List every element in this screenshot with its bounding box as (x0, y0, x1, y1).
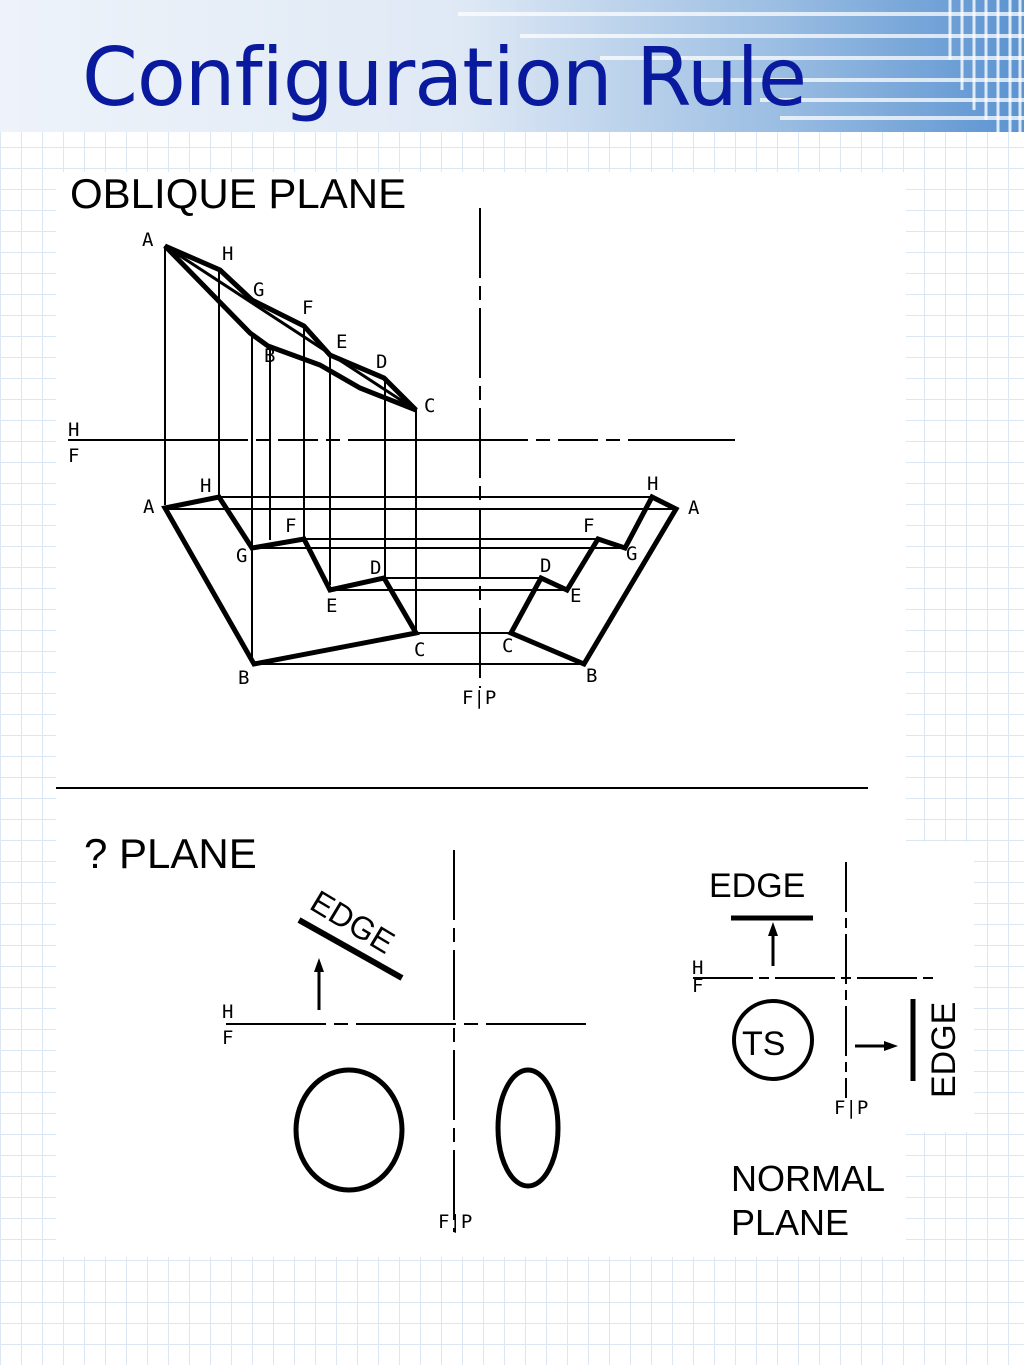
label-c-front: C (414, 639, 425, 661)
label-d-profile: D (540, 555, 551, 577)
normal-plane-drawing: EDGE TS EDGE H F F|P (692, 862, 963, 1119)
label-f-profile: F (583, 515, 594, 537)
label-f-top: F (302, 297, 313, 319)
normal-top-edge-label: EDGE (709, 867, 805, 905)
label-e-profile: E (570, 585, 581, 607)
normal-profile-fold-label: F|P (834, 1097, 868, 1119)
label-d-front: D (370, 557, 381, 579)
front-profile-projectors (165, 496, 676, 665)
label-g-top: G (253, 279, 264, 301)
label-e-top: E (336, 331, 347, 353)
oblique-top-view (163, 243, 418, 413)
question-plane-drawing: EDGE H F F|P (222, 850, 588, 1233)
label-h-front: H (200, 475, 211, 497)
label-a-front: A (143, 496, 155, 518)
label-h-top: H (222, 243, 233, 265)
question-profile-fold-label: F|P (438, 1211, 472, 1233)
section-divider (56, 787, 868, 789)
label-a-profile: A (688, 497, 700, 519)
label-c-profile: C (502, 635, 513, 657)
question-front-circle (293, 1067, 405, 1193)
oblique-fold-label-h: H (68, 419, 79, 441)
label-b-front: B (238, 667, 249, 689)
header-stripes (458, 0, 1024, 132)
oblique-front-view (161, 494, 420, 667)
label-a-top: A (142, 229, 154, 251)
question-fold-label-h: H (222, 1001, 233, 1023)
label-c-top: C (424, 395, 435, 417)
label-f-front: F (285, 515, 296, 537)
oblique-plane-heading: OBLIQUE PLANE (70, 170, 407, 217)
question-plane-heading: ? PLANE (84, 830, 257, 877)
oblique-profile-fold-label: F|P (462, 687, 496, 709)
normal-side-arrow-head (884, 1041, 898, 1051)
oblique-point-labels: A H G F E D C B A H G F E D C B A H G F … (68, 229, 700, 709)
normal-fold-label-h: H (692, 957, 703, 979)
label-d-top: D (376, 351, 387, 373)
normal-plane-caption-line2: PLANE (731, 1202, 850, 1243)
label-b-top: B (264, 345, 275, 367)
question-profile-ellipse (495, 1067, 561, 1189)
label-e-front: E (326, 595, 337, 617)
slide-header: Configuration Rule (0, 0, 1024, 132)
label-b-profile: B (586, 665, 597, 687)
label-g-front: G (236, 545, 247, 567)
normal-fold-label-f: F (692, 975, 703, 997)
oblique-profile-view (507, 493, 680, 668)
oblique-fold-label-f: F (68, 445, 79, 467)
question-fold-label-f: F (222, 1027, 233, 1049)
normal-top-arrow-head (768, 922, 778, 936)
normal-plane-caption-line1: NORMAL (731, 1158, 886, 1199)
normal-true-shape-label: TS (742, 1025, 785, 1063)
slide-title: Configuration Rule (82, 31, 807, 124)
question-edge-line (297, 917, 404, 981)
content-panel-extension (906, 842, 974, 1132)
question-arrow-head (314, 958, 324, 972)
normal-true-shape-circle (732, 999, 814, 1081)
label-g-profile: G (626, 543, 637, 565)
projector-lines (164, 246, 417, 663)
label-h-profile: H (647, 473, 658, 495)
normal-side-edge-label: EDGE (925, 1002, 963, 1098)
